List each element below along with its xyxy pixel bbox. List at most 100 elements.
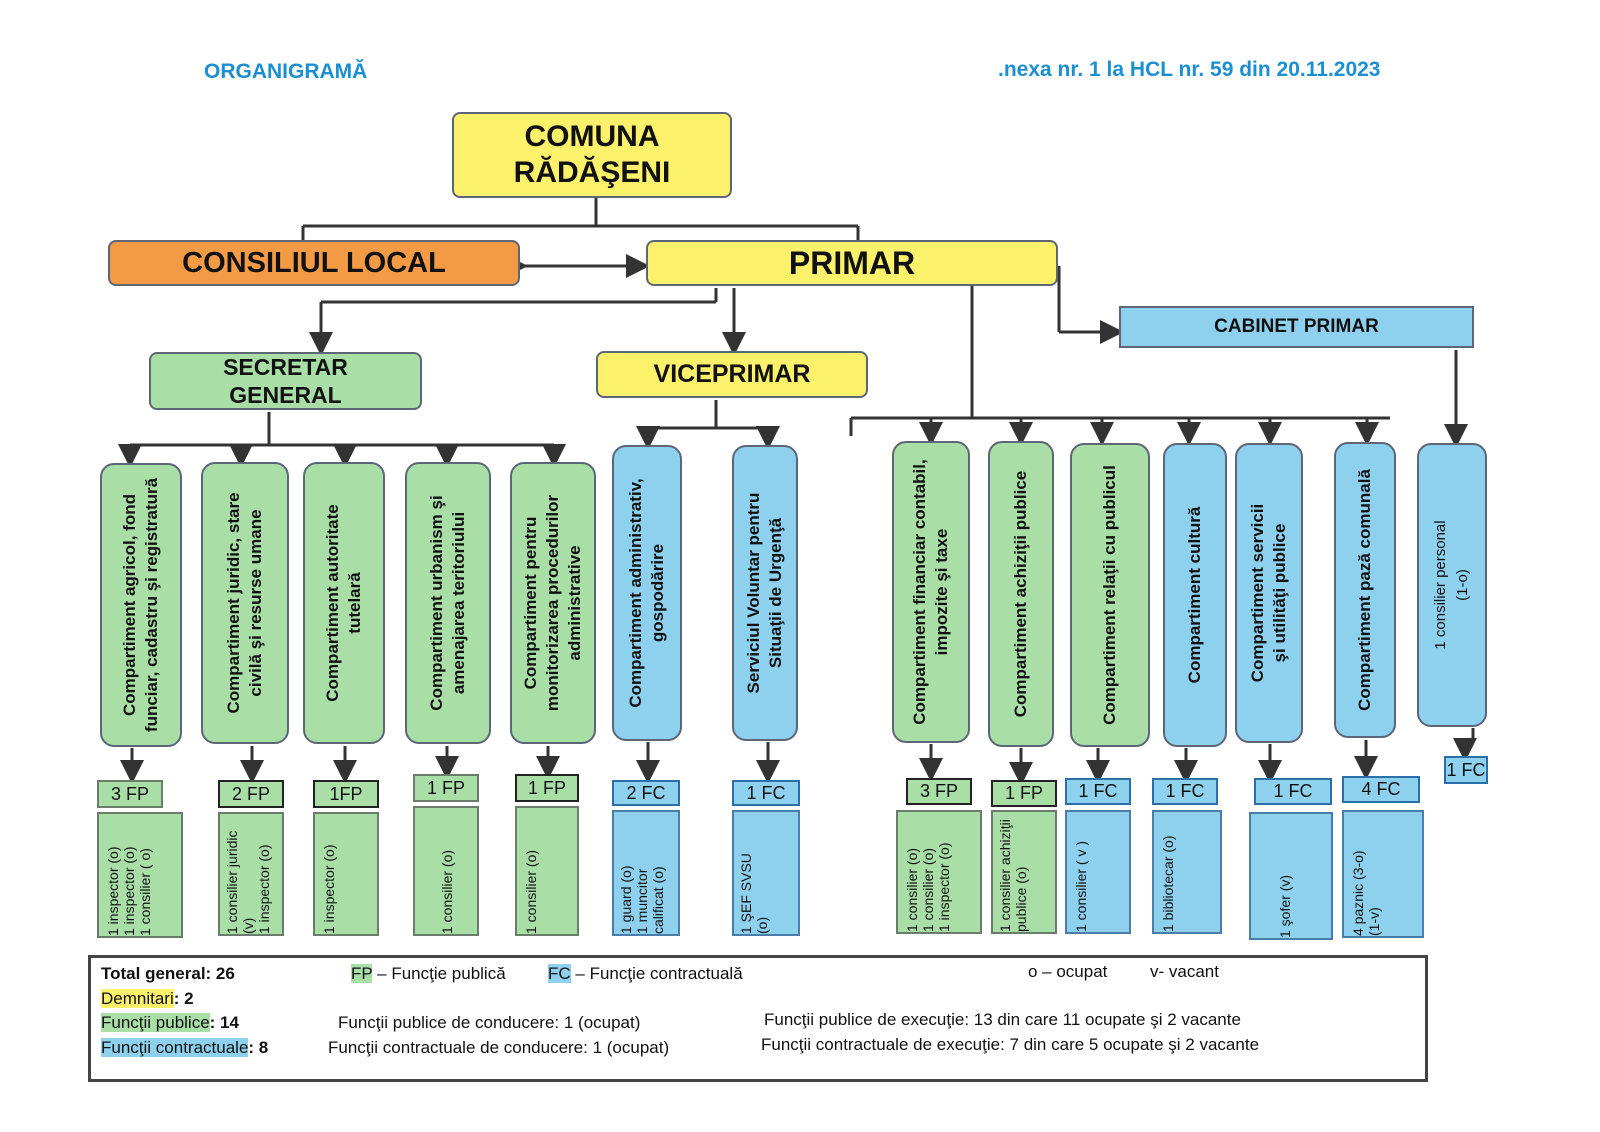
staff-box: 1 consilier ( v ) — [1065, 810, 1131, 934]
staff-box: 1 consilier achiziţii publice (o) — [991, 810, 1057, 934]
legend-fp-value: : 14 — [209, 1013, 239, 1032]
staff-text: 1 guard (o) 1 muncitor calificat (o) — [618, 865, 666, 934]
legend-fc-label: Funcţii contractuale — [101, 1038, 249, 1057]
staff-box: 4 paznic (3-o) (1-v) — [1342, 810, 1424, 938]
legend-functii-contractuale: Funcţii contractuale: 8 — [101, 1038, 268, 1058]
count-badge: 4 FC — [1342, 776, 1420, 803]
legend-functii-publice: Funcţii publice: 14 — [101, 1013, 239, 1033]
count-badge: 1FP — [313, 780, 379, 808]
staff-text: 1 consilier ( v ) — [1073, 840, 1089, 932]
dept-cultura: Compartiment cultură — [1163, 443, 1227, 747]
dept-autoritate-tutelara: Compartiment autoritate tutelară — [303, 462, 385, 744]
legend-fc-abbr: FC — [548, 964, 571, 983]
dept-label: Compartiment autoritate tutelară — [323, 504, 364, 702]
legend-fc-executie: Funcţii contractuale de execuţie: 7 din … — [761, 1035, 1260, 1054]
dept-label: Serviciul Voluntar pentru Situaţii de Ur… — [744, 492, 785, 694]
staff-box: 1 bibliotecar (o) — [1152, 810, 1222, 934]
count-badge: 3 FP — [906, 778, 972, 805]
staff-box: 1 inspector (o) — [313, 812, 379, 936]
legend-fp-def: – Funcţie publică — [372, 964, 506, 983]
dept-label: Compartiment pentru monitorizarea proced… — [521, 494, 584, 712]
dept-label: Compartiment relaţii cu publicul — [1100, 465, 1119, 725]
count-badge: 3 FP — [97, 780, 163, 808]
dept-paza: Compartiment pază comunală — [1334, 442, 1396, 738]
staff-text: 1 consilier (o) — [523, 849, 539, 934]
legend-demnitari-label: Demnitari — [101, 989, 174, 1008]
dept-juridic: Compartiment juridic, stare civilă şi re… — [201, 462, 289, 744]
dept-label: Compartiment agricol, fond funciar, cada… — [120, 477, 161, 733]
staff-text: 1 consilier (o) — [439, 849, 455, 934]
legend-ocupat: o – ocupat — [1028, 962, 1108, 981]
count-badge: 1 FC — [1254, 778, 1332, 805]
dept-relatii-public: Compartiment relaţii cu publicul — [1070, 443, 1150, 747]
staff-text: 1 consilier achiziţii publice (o) — [997, 819, 1029, 932]
dept-consilier-personal: 1 consilier personal (1-o) — [1417, 443, 1487, 727]
staff-box: 1 şofer (v) — [1249, 812, 1333, 940]
legend-total: Total general: 26 — [101, 964, 235, 984]
secretar-general-box: SECRETAR GENERAL — [149, 352, 422, 410]
consiliu-local-box: CONSILIUL LOCAL — [108, 240, 520, 286]
count-badge: 1 FC — [1065, 778, 1131, 805]
count-badge: 1 FC — [732, 780, 800, 806]
legend-fp-conducere: Funcţii publice de conducere: 1 (ocupat) — [338, 1013, 641, 1032]
staff-text: 1 consilier (o) 1 consilier (o) 1 inspec… — [904, 842, 952, 932]
staff-text: 1 bibliotecar (o) — [1160, 835, 1176, 933]
dept-label: Compartiment achiziţii publice — [1011, 470, 1030, 718]
legend-fc-value: : 8 — [248, 1038, 269, 1057]
count-badge: 2 FP — [218, 780, 284, 808]
count-badge: 1 FP — [991, 780, 1057, 807]
count-badge: 1 FP — [413, 774, 479, 802]
primar-box: PRIMAR — [646, 240, 1058, 286]
staff-box: 1 consilier (o) — [515, 806, 579, 936]
legend-demnitari-value: : 2 — [173, 989, 194, 1008]
dept-label: Compartiment administrativ, gospodărire — [626, 478, 667, 708]
count-badge: 1 FC — [1444, 756, 1488, 784]
dept-financiar: Compartiment financiar contabil, impozit… — [892, 441, 970, 743]
legend-fp-executie: Funcţii publice de execuţie: 13 din care… — [764, 1010, 1241, 1029]
comuna-box: COMUNA RĂDĂŞENI — [452, 112, 732, 198]
legend-total-label: Total general — [101, 964, 206, 983]
count-badge: 1 FC — [1152, 778, 1218, 805]
dept-achizitii: Compartiment achiziţii publice — [988, 441, 1054, 747]
staff-box: 1 consilier (o) — [413, 806, 479, 936]
dept-monitorizare: Compartiment pentru monitorizarea proced… — [510, 462, 596, 744]
legend-vacant: v- vacant — [1150, 962, 1219, 981]
dept-agricol: Compartiment agricol, fond funciar, cada… — [100, 463, 182, 747]
dept-label: Compartiment financiar contabil, impozit… — [910, 459, 951, 725]
staff-text: 1 ŞEF SVSU (o) — [738, 853, 770, 934]
dept-label: Compartiment juridic, stare civilă şi re… — [224, 492, 265, 714]
legend-fp-definition: FP – Funcţie publică — [351, 964, 506, 984]
dept-svsu: Serviciul Voluntar pentru Situaţii de Ur… — [732, 445, 798, 741]
cabinet-primar-box: CABINET PRIMAR — [1119, 306, 1474, 348]
legend-fp-abbr: FP — [351, 964, 373, 983]
dept-administrativ: Compartiment administrativ, gospodărire — [612, 445, 682, 741]
dept-label: Compartiment servicii şi utilităţi publi… — [1248, 503, 1289, 683]
staff-box: 1 inspector (o) 1 inspector (o) 1 consil… — [97, 812, 183, 938]
count-badge: 2 FC — [612, 780, 680, 806]
staff-text: 1 inspector (o) 1 inspector (o) 1 consil… — [105, 846, 153, 936]
annex-reference: .nexa nr. 1 la HCL nr. 59 din 20.11.2023 — [998, 58, 1381, 81]
dept-servicii-utilitati: Compartiment servicii şi utilităţi publi… — [1235, 443, 1303, 743]
count-badge: 1 FP — [515, 774, 579, 802]
legend-fc-def: – Funcţie contractuală — [570, 964, 743, 983]
staff-box: 1 consilier juridic (v) 1 inspector (o) — [218, 812, 284, 936]
legend-total-value: : 26 — [205, 964, 235, 983]
staff-box: 1 consilier (o) 1 consilier (o) 1 inspec… — [896, 810, 982, 934]
legend-fp-label: Funcţii publice — [101, 1013, 210, 1032]
dept-label: 1 consilier personal (1-o) — [1432, 520, 1471, 650]
staff-box: 1 ŞEF SVSU (o) — [732, 810, 800, 936]
staff-text: 4 paznic (3-o) (1-v) — [1350, 850, 1382, 936]
dept-label: Compartiment pază comunală — [1355, 469, 1374, 711]
dept-label: Compartiment urbanism şi amenajarea teri… — [427, 495, 468, 711]
staff-box: 1 guard (o) 1 muncitor calificat (o) — [612, 810, 680, 936]
legend-box: Total general: 26 Demnitari: 2 Funcţii p… — [88, 955, 1428, 1082]
legend-fc-conducere: Funcţii contractuale de conducere: 1 (oc… — [328, 1038, 670, 1057]
staff-text: 1 inspector (o) — [321, 844, 337, 934]
legend-fc-definition: FC – Funcţie contractuală — [548, 964, 743, 984]
legend-demnitari: Demnitari: 2 — [101, 989, 194, 1009]
dept-label: Compartiment cultură — [1185, 506, 1204, 684]
viceprimar-box: VICEPRIMAR — [596, 351, 868, 398]
staff-text: 1 şofer (v) — [1277, 874, 1293, 938]
staff-text: 1 consilier juridic (v) 1 inspector (o) — [224, 830, 272, 934]
